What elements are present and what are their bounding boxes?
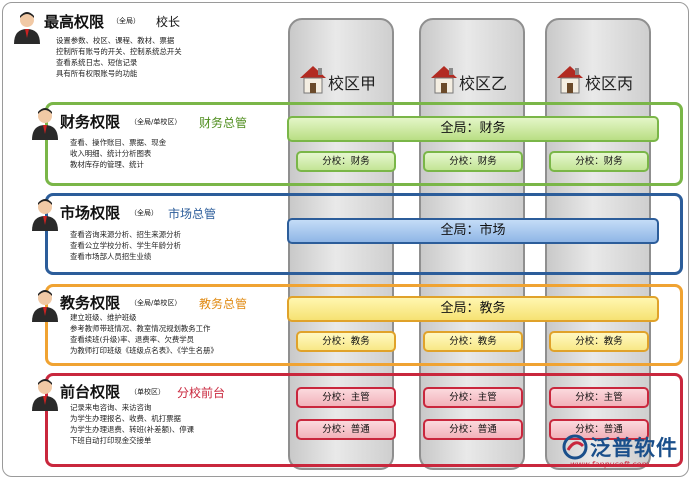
front-regular-bar: 分校：普通 [296, 419, 396, 440]
role-scope: （单校区） [130, 388, 165, 396]
finance-global-bar: 全局：财务 [287, 116, 659, 142]
person-icon [32, 199, 58, 231]
front-manager-bar: 分校：主管 [423, 387, 523, 408]
role-name: 校长 [156, 15, 181, 29]
finance-band [45, 102, 683, 186]
person-icon [32, 108, 58, 140]
school-house-icon [300, 66, 326, 94]
finance-branch-bar: 分校：财务 [423, 151, 523, 172]
school-house-icon [557, 66, 583, 94]
academic-band [45, 284, 683, 366]
role-name: 教务总管 [199, 297, 248, 311]
person-icon [32, 379, 58, 411]
campus-label: 校区甲 [328, 74, 377, 93]
role-title: 财务权限 [60, 113, 121, 131]
academic-branch-bar: 分校：教务 [549, 331, 649, 352]
campus-label: 校区丙 [585, 74, 634, 93]
role-description: 设置参数、校区、课程、教材、票据 控制所有账号的开关、控制系统总开关 查看系统日… [56, 36, 182, 78]
role-name: 财务总管 [199, 116, 248, 130]
person-icon [32, 290, 58, 322]
brand-url: www.fanpusoft.com [570, 460, 650, 469]
role-description: 查看、操作账目、票据、现金 收入明细、统计分析图表 教材库存的管理、统计 [70, 138, 167, 169]
role-description: 建立班级、维护班级 参考教师带班情况、教室情况规划教务工作 查看续班(升级)率、… [70, 313, 218, 355]
front-desk-band [45, 373, 683, 467]
brand-logo-icon [562, 434, 588, 460]
finance-branch-bar: 分校：财务 [549, 151, 649, 172]
role-description: 查看咨询来源分析、招生来源分析 查看公立学校分析、学生年龄分析 查看市场部人员招… [70, 230, 181, 261]
front-manager-bar: 分校：主管 [296, 387, 396, 408]
brand-name: 泛普软件 [590, 436, 678, 460]
campus-header-3: 校区丙 [547, 60, 649, 100]
academic-branch-bar: 分校：教务 [423, 331, 523, 352]
academic-global-bar: 全局：教务 [287, 296, 659, 322]
role-name: 分校前台 [177, 386, 226, 400]
role-name: 市场总管 [168, 207, 217, 221]
front-regular-bar: 分校：普通 [423, 419, 523, 440]
campus-header-1: 校区甲 [290, 60, 392, 100]
role-title: 市场权限 [60, 204, 121, 222]
role-title: 前台权限 [60, 383, 121, 401]
brand-logo: 泛普软件 www.fanpusoft.com [562, 430, 687, 474]
finance-branch-bar: 分校：财务 [296, 151, 396, 172]
person-icon [14, 12, 40, 44]
role-scope: （全局/单校区） [130, 118, 182, 126]
academic-branch-bar: 分校：教务 [296, 331, 396, 352]
campus-label: 校区乙 [459, 74, 508, 93]
role-scope: （全局/单校区） [130, 299, 182, 307]
role-title: 最高权限 [44, 13, 105, 31]
role-title: 教务权限 [60, 294, 121, 312]
school-house-icon [431, 66, 457, 94]
role-description: 记录来电咨询、来访咨询 为学生办理报名、收费、机打票据 为学生办理退费、转班(补… [70, 403, 195, 445]
market-global-bar: 全局：市场 [287, 218, 659, 244]
role-scope: （全局） [130, 209, 158, 217]
campus-header-2: 校区乙 [421, 60, 523, 100]
front-manager-bar: 分校：主管 [549, 387, 649, 408]
role-scope: （全局） [112, 17, 140, 25]
market-band [45, 193, 683, 275]
